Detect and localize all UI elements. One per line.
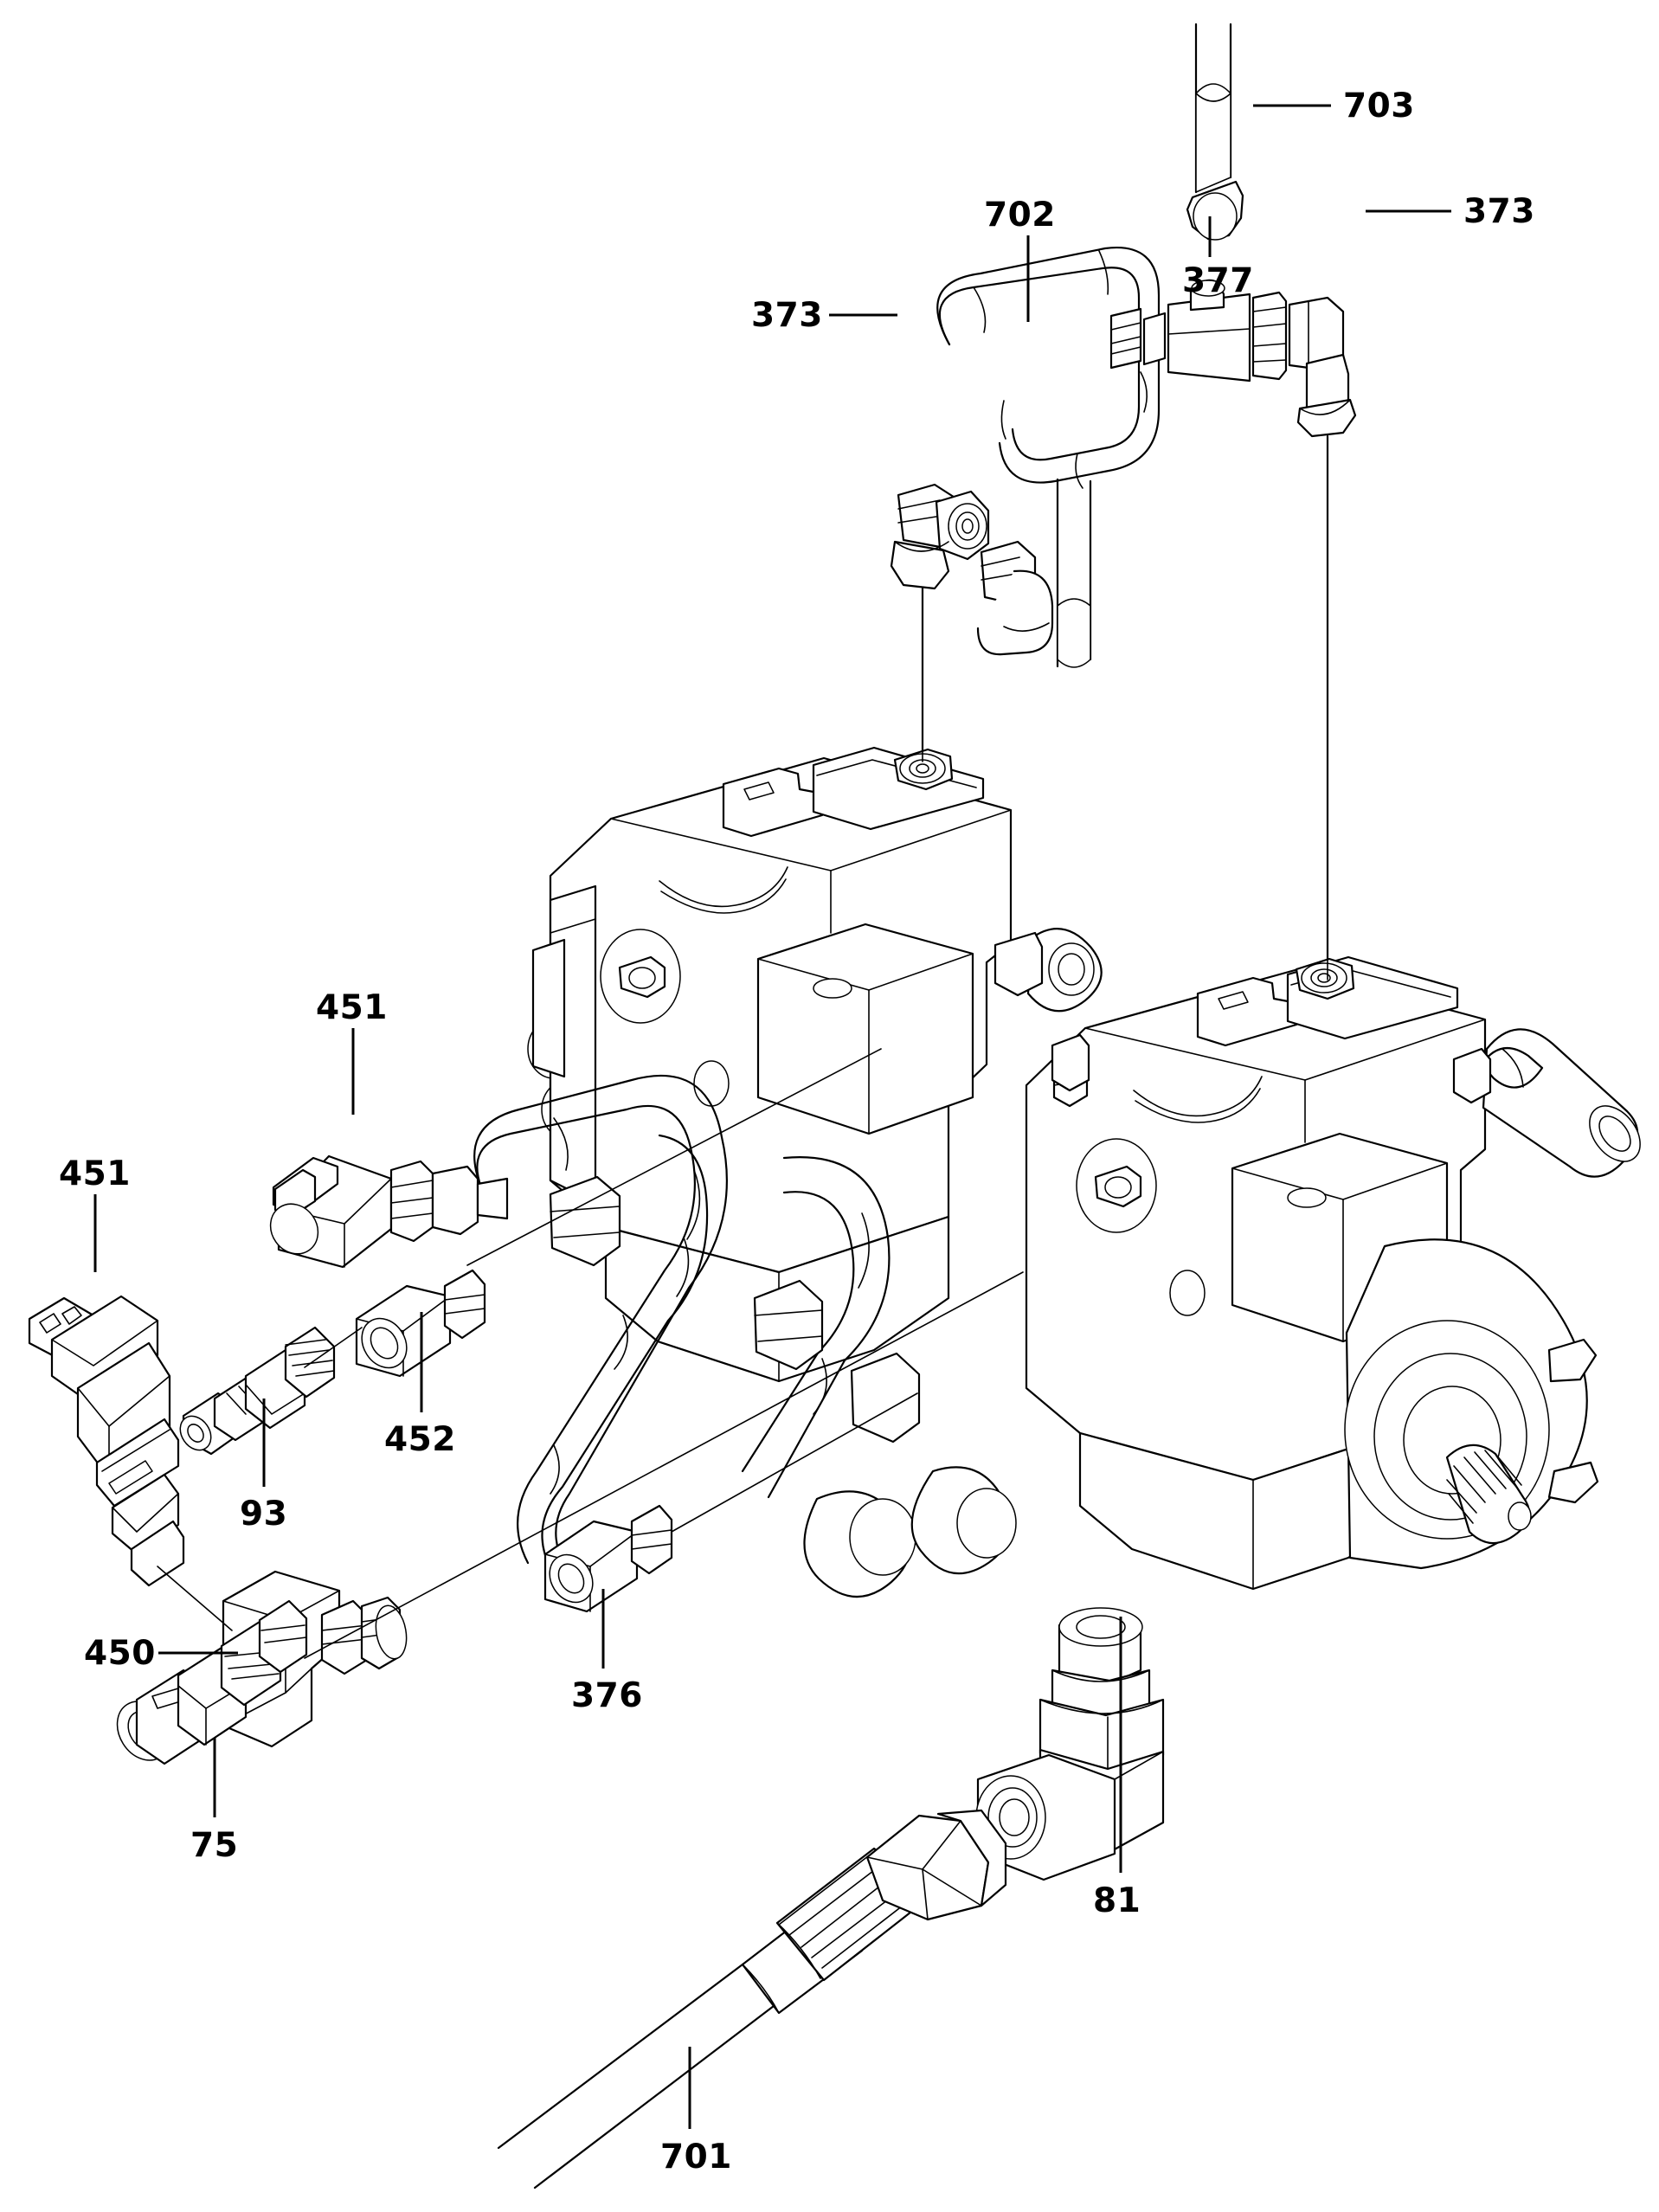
part-451-left-switch bbox=[28, 1295, 185, 1587]
callout-377: 377 bbox=[1182, 261, 1254, 300]
callout-452: 452 bbox=[384, 1420, 456, 1459]
part-elbow-stub bbox=[976, 540, 1054, 656]
callout-451-left: 451 bbox=[59, 1154, 131, 1193]
side-fittings bbox=[993, 928, 1103, 1092]
callout-376: 376 bbox=[571, 1676, 643, 1715]
part-701-hose bbox=[497, 1809, 1007, 2189]
pump-body-right bbox=[1025, 955, 1641, 1591]
callout-451-upper: 451 bbox=[316, 988, 388, 1027]
align-line-376 bbox=[671, 1392, 918, 1533]
align-line-long-lower bbox=[304, 1271, 1024, 1659]
align-line-93-452 bbox=[304, 1327, 363, 1368]
align-line-long-upper bbox=[466, 1048, 882, 1266]
callout-373-lower: 373 bbox=[751, 296, 823, 335]
part-451-upper-switch bbox=[269, 1154, 509, 1269]
part-377-union bbox=[1109, 279, 1288, 383]
part-703-tube bbox=[1186, 23, 1244, 241]
leader-lines bbox=[93, 104, 1451, 2129]
splined-shaft bbox=[1445, 1444, 1532, 1545]
callout-450: 450 bbox=[84, 1634, 156, 1673]
callout-93: 93 bbox=[240, 1495, 288, 1534]
callout-701: 701 bbox=[660, 2138, 732, 2177]
part-373-elbow-lower bbox=[890, 483, 990, 763]
part-452-nut bbox=[355, 1269, 486, 1378]
part-75-sensor bbox=[116, 1599, 308, 1765]
callout-373-upper: 373 bbox=[1463, 192, 1535, 231]
callout-81: 81 bbox=[1093, 1881, 1141, 1920]
part-702-hose bbox=[936, 247, 1161, 668]
callout-75: 75 bbox=[190, 1826, 239, 1865]
part-81-elbow bbox=[975, 1607, 1165, 1881]
part-93-plug bbox=[179, 1326, 336, 1456]
part-376-coupling bbox=[543, 1504, 673, 1613]
callout-703: 703 bbox=[1343, 87, 1415, 125]
callout-702: 702 bbox=[984, 196, 1056, 235]
hose-bundle-center bbox=[473, 1074, 1017, 1598]
pump-body-left bbox=[527, 746, 1013, 1383]
part-373-elbow-upper bbox=[1288, 296, 1357, 981]
align-line-451-450 bbox=[157, 1566, 233, 1631]
